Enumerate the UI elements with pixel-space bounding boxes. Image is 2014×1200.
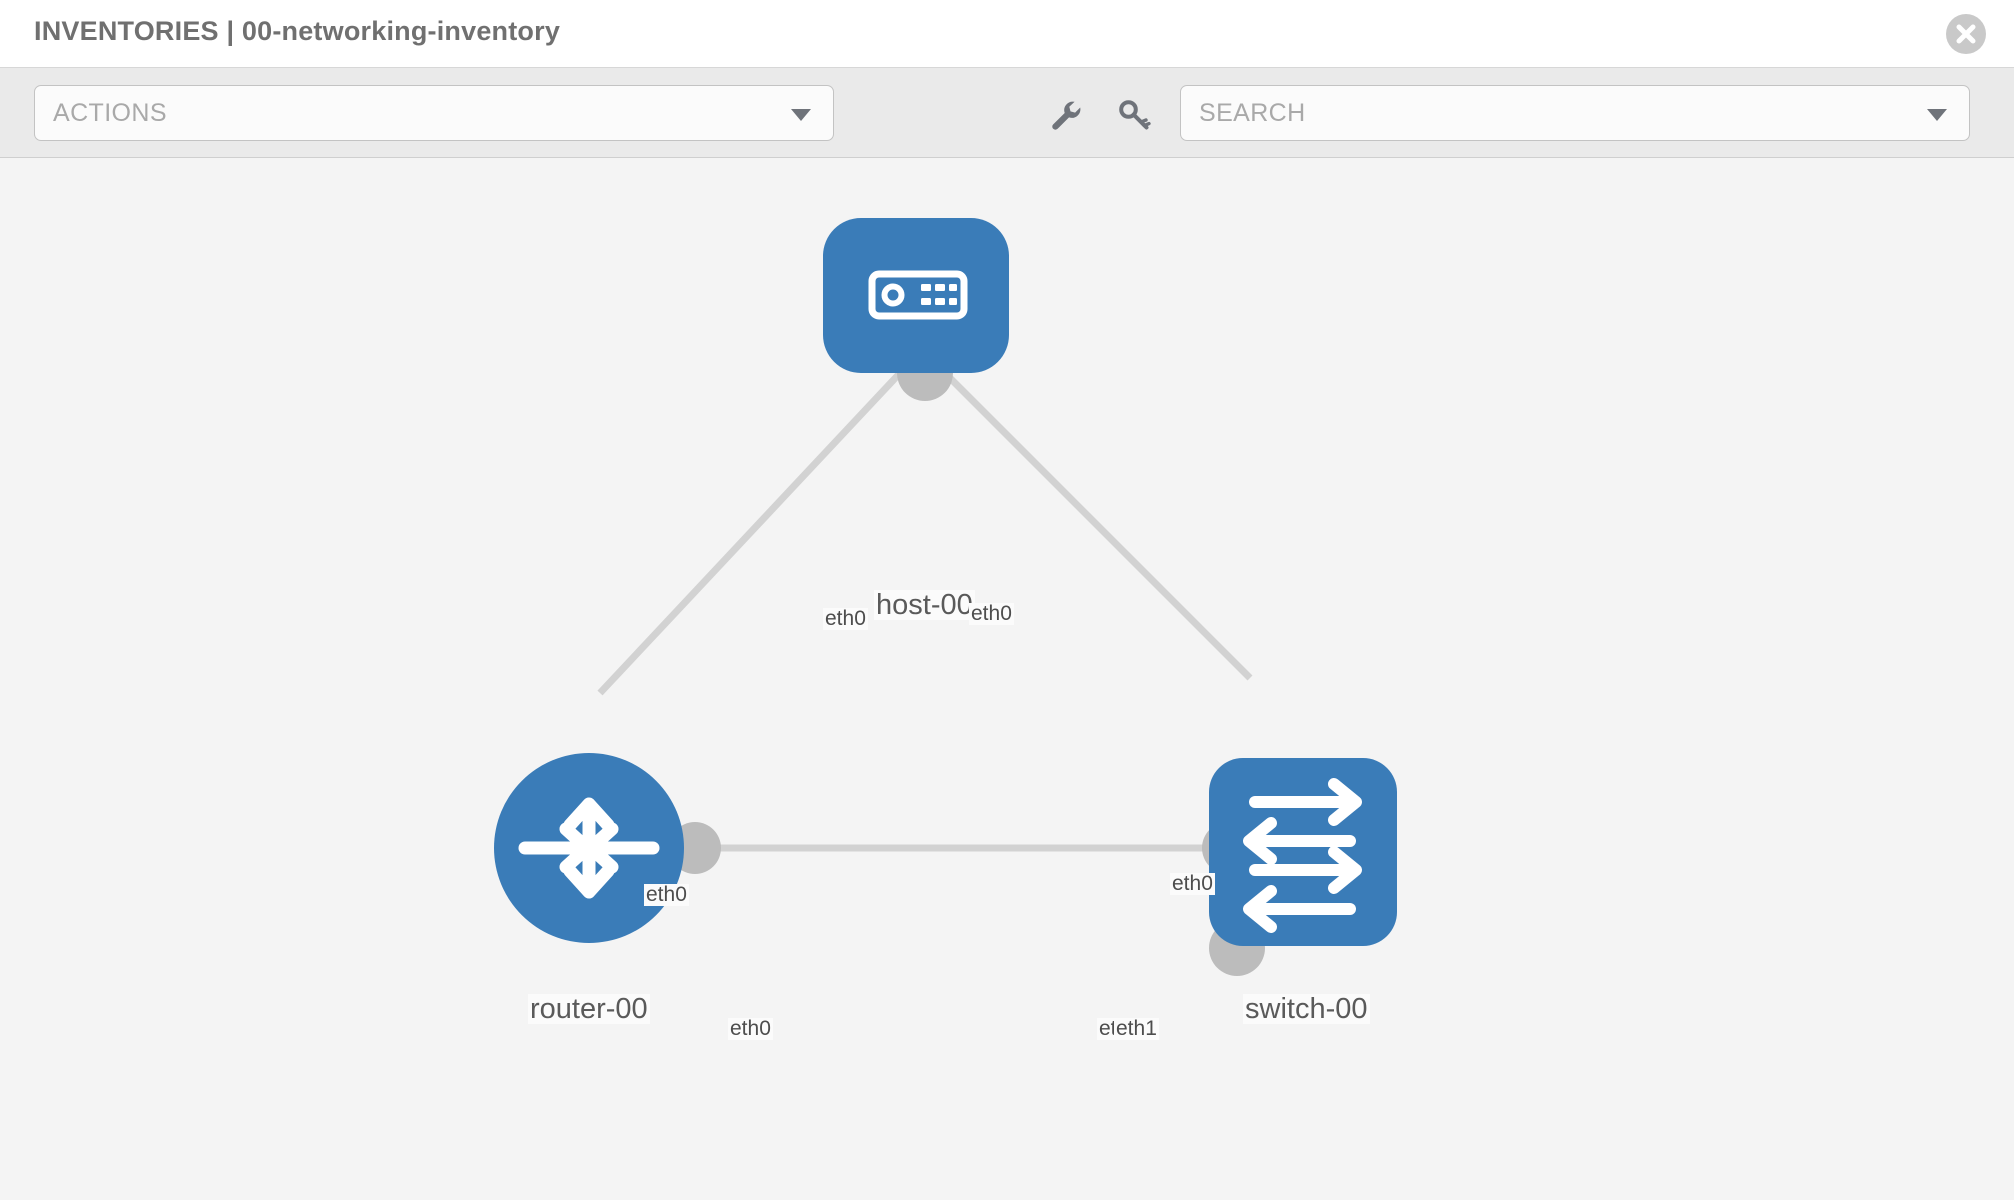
node-router-00 (494, 753, 684, 943)
key-icon[interactable] (1115, 96, 1153, 134)
toolbar: ACTIONS SEARCH (0, 68, 2014, 158)
iface-label: eth1 (1114, 1017, 1159, 1041)
page-header: INVENTORIES | 00-networking-inventory (0, 0, 2014, 68)
search-input[interactable]: SEARCH (1180, 85, 1970, 141)
node-switch-00 (1209, 758, 1397, 946)
page-title: INVENTORIES | 00-networking-inventory (34, 16, 561, 46)
link-host-switch (942, 370, 1253, 681)
topology-canvas[interactable]: host-00 router-00 switch-00 eth0 eth0 et… (0, 158, 2014, 1200)
iface-label: eth0 (823, 607, 868, 631)
node-label-host-00: host-00 (874, 589, 975, 621)
actions-dropdown-label: ACTIONS (53, 99, 167, 127)
iface-label: eth0 (728, 1017, 773, 1041)
wrench-icon[interactable] (1047, 96, 1085, 134)
link-host-router (597, 370, 903, 696)
node-label-switch-00: switch-00 (1243, 993, 1370, 1025)
iface-label: eth0 (1170, 872, 1215, 896)
actions-dropdown[interactable]: ACTIONS (34, 85, 834, 141)
chevron-down-icon[interactable] (1927, 109, 1947, 121)
node-host-00 (823, 218, 1009, 373)
node-label-router-00: router-00 (528, 993, 650, 1025)
search-placeholder: SEARCH (1199, 99, 1306, 127)
iface-label: eth0 (644, 883, 689, 907)
iface-label: eth0 (969, 602, 1014, 626)
topology-graph (494, 218, 1397, 976)
close-icon[interactable] (1946, 14, 1986, 54)
chevron-down-icon (791, 109, 811, 121)
